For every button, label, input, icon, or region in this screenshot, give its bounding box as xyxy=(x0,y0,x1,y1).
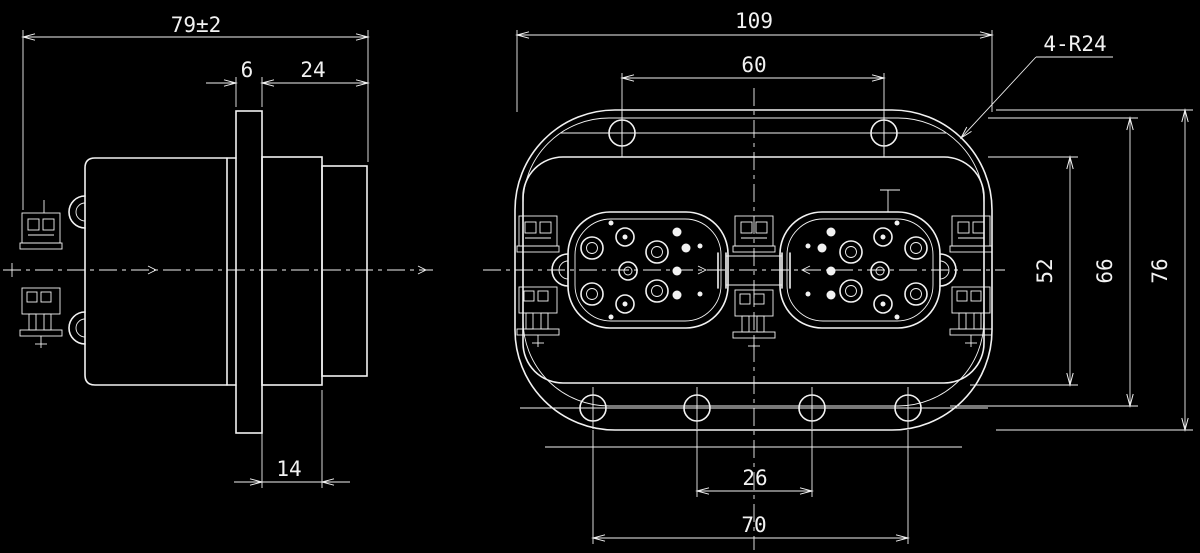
mount-hole-bottom-4 xyxy=(886,386,930,430)
dim-text-flange-thickness: 6 xyxy=(241,58,254,82)
front-terminal-right-top xyxy=(949,215,993,253)
outer-outline xyxy=(514,109,993,431)
dim-text-inner-body-height: 66 xyxy=(1093,258,1117,283)
middle-outline xyxy=(522,117,985,407)
dim-step-length: 14 xyxy=(234,390,350,488)
dim-top-hole-spacing: 60 xyxy=(620,53,886,157)
dim-text-overall-height: 76 xyxy=(1148,258,1172,283)
dim-boss-length: 24 xyxy=(260,58,370,87)
dim-text-recess-height: 52 xyxy=(1033,258,1057,283)
mount-hole-bottom-3 xyxy=(790,386,834,430)
dim-overall-length: 109 xyxy=(515,9,994,112)
dim-corner-radius: 4-R24 xyxy=(959,32,1113,140)
side-terminal-upper xyxy=(19,212,63,250)
boss-step2 xyxy=(321,165,368,377)
dim-recess-height: 52 xyxy=(970,155,1078,387)
body-outline xyxy=(84,157,237,386)
boss-step1 xyxy=(261,156,323,386)
front-view: 109 60 4-R24 26 70 xyxy=(483,9,1193,550)
dim-text-step-length: 14 xyxy=(276,457,301,481)
dim-text-top-hole-spacing: 60 xyxy=(741,53,766,77)
dim-overall-width: 79±2 xyxy=(21,13,370,210)
dim-inner-body-height: 66 xyxy=(950,116,1138,408)
dim-text-boss-length: 24 xyxy=(300,58,325,82)
dim-text-overall-length: 109 xyxy=(735,9,773,33)
dim-flange-thickness: 6 xyxy=(206,58,263,107)
flange xyxy=(235,110,263,434)
mount-hole-bottom-2 xyxy=(675,386,719,430)
dim-text-bottom-inner-spacing: 26 xyxy=(742,466,767,490)
side-terminal-lower xyxy=(19,287,63,349)
dim-bottom-inner-spacing: 26 xyxy=(695,430,814,497)
face-plateau xyxy=(522,156,985,384)
front-terminal-right-bottom xyxy=(949,286,993,348)
dim-text-overall-width: 79±2 xyxy=(171,13,222,37)
side-view: 79±2 6 24 14 xyxy=(3,13,433,488)
dim-text-bottom-outer-spacing: 70 xyxy=(741,513,766,537)
dim-bottom-outer-spacing: 70 xyxy=(591,430,910,544)
dim-text-corner-radius: 4-R24 xyxy=(1043,32,1106,56)
dim-overall-height: 76 xyxy=(996,108,1193,432)
